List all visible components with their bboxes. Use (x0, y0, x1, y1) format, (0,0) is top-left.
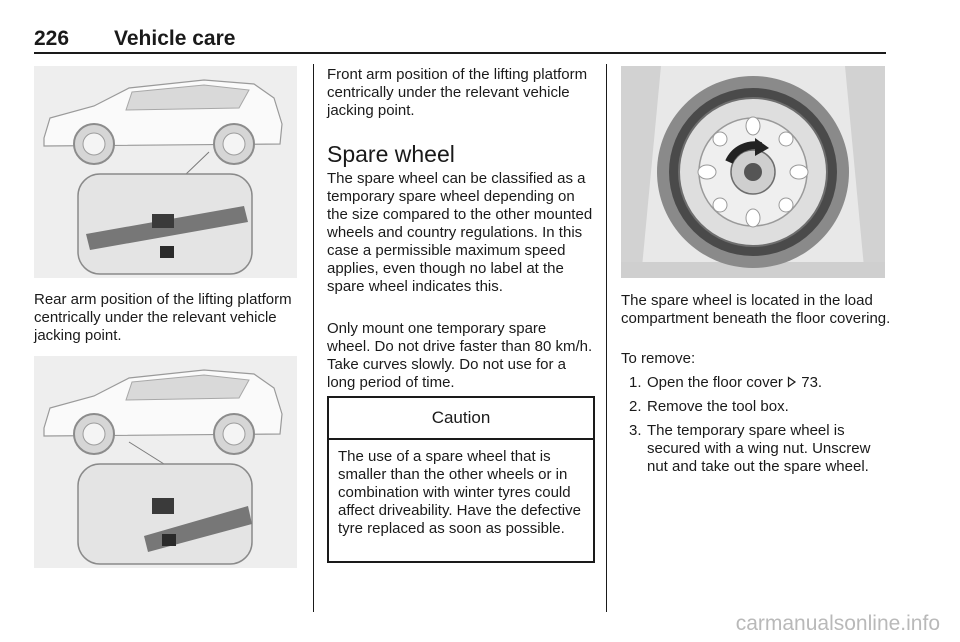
spare-wheel-location-text: The spare wheel is located in the load c… (621, 292, 891, 327)
step-text: Remove the tool box. (647, 398, 789, 415)
to-remove-label: To remove: (621, 350, 696, 367)
header-rule (34, 52, 886, 54)
front-jacking-illustration (34, 66, 297, 278)
section-heading: Spare wheel (327, 141, 455, 167)
step-item: 2. Remove the tool box. (621, 398, 889, 416)
spare-wheel-illustration (621, 66, 885, 278)
rear-jacking-figure (34, 356, 297, 568)
step-item: 1. Open the floor cover 73. (621, 374, 889, 392)
spare-wheel-usage-text: Only mount one temporary spare wheel. Do… (327, 320, 593, 391)
spare-wheel-figure (621, 66, 885, 278)
page-title: Vehicle care (114, 27, 236, 50)
front-jacking-figure (34, 66, 297, 278)
spare-wheel-classification-text: The spare wheel can be classified as a t… (327, 170, 593, 295)
step-number: 1. (629, 374, 642, 391)
step-number: 2. (629, 398, 642, 415)
removal-steps: 1. Open the floor cover 73. 2. Remove th… (621, 374, 889, 482)
step-item: 3. The temporary spare wheel is secured … (621, 422, 889, 476)
caution-box: Caution The use of a spare wheel that is… (327, 396, 595, 563)
front-arm-caption: Front arm position of the lifting platfo… (327, 66, 588, 119)
caution-text: The use of a spare wheel that is smaller… (338, 448, 581, 537)
step-page-ref: 73. (797, 374, 823, 391)
step-text: Open the floor cover (647, 374, 788, 391)
step-text: The temporary spare wheel is secured wit… (647, 422, 871, 475)
caution-title: Caution (329, 398, 593, 440)
rear-jacking-illustration (34, 356, 297, 568)
page-header: 226 Vehicle care (34, 24, 886, 52)
step-number: 3. (629, 422, 642, 439)
column-divider-right (606, 64, 607, 612)
watermark: carmanualsonline.info (735, 612, 940, 635)
page-number: 226 (34, 27, 70, 50)
column-divider-left (313, 64, 314, 612)
page-reference-arrow-icon (787, 376, 797, 388)
rear-arm-caption: Rear arm position of the lifting platfor… (34, 291, 292, 344)
